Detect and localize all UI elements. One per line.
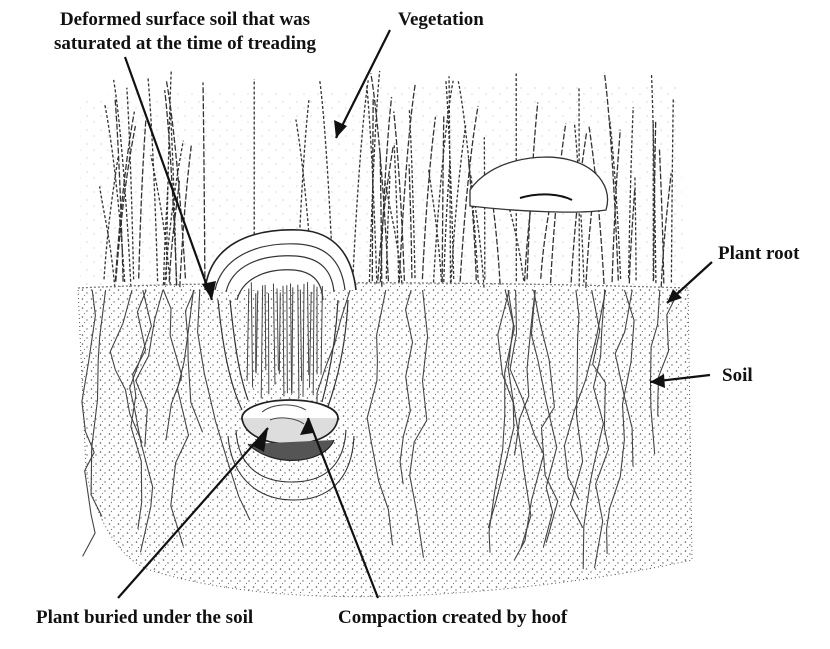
label-vegetation: Vegetation [398,8,484,32]
label-plant-root: Plant root [718,242,799,266]
label-deformed-line2: saturated at the time of treading [30,32,340,56]
label-soil: Soil [722,364,753,388]
label-deformed-line1: Deformed surface soil that was [30,8,340,32]
label-compaction: Compaction created by hoof [338,606,567,630]
label-deformed-soil: Deformed surface soil that was saturated… [30,8,340,56]
grass-blade [484,137,485,279]
wall-streak [287,285,288,393]
wall-streak [265,285,266,370]
label-plant-buried: Plant buried under the soil [36,606,253,630]
